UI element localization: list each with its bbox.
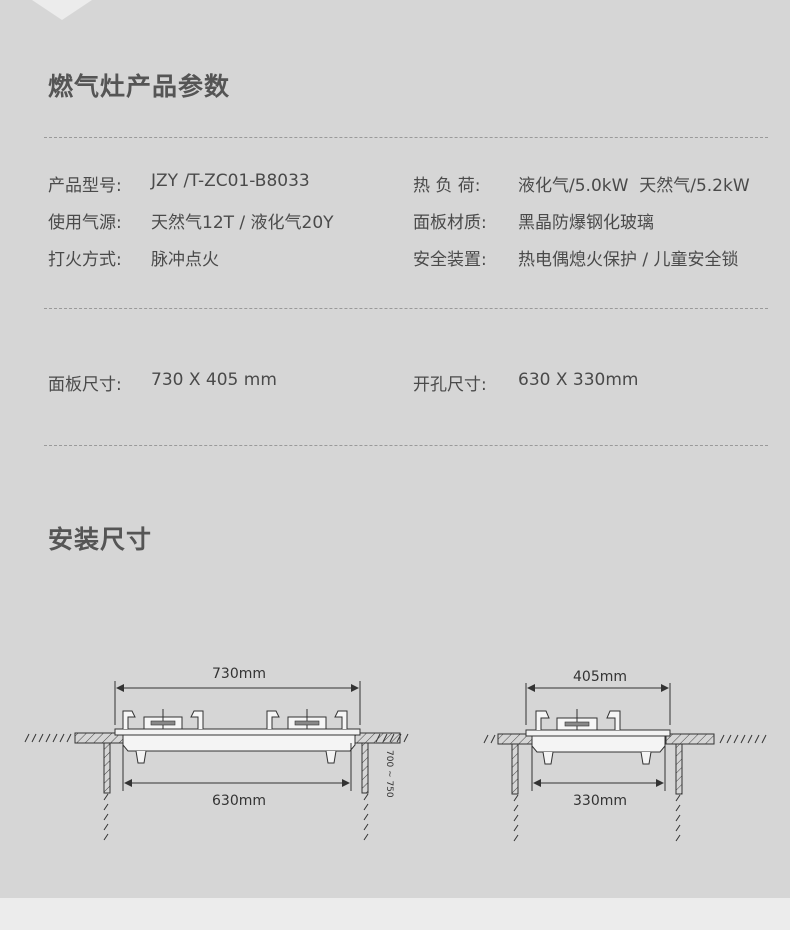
divider-bottom (44, 445, 768, 446)
spec-value: 黑晶防爆钢化玻璃 (518, 213, 654, 233)
top-notch-decoration (32, 0, 92, 20)
spec-value: JZY /T-ZC01-B8033 (151, 171, 310, 191)
install-section-title: 安装尺寸 (48, 525, 153, 554)
divider-top (44, 137, 768, 138)
spec-value: 天然气12T / 液化气20Y (151, 213, 334, 233)
bottom-strip (0, 898, 790, 930)
params-section-title: 燃气灶产品参数 (48, 72, 231, 101)
spec-value: 脉冲点火 (151, 250, 219, 270)
spec-value: 液化气/5.0kW 天然气/5.2kW (518, 176, 750, 196)
spec-label: 安全装置: (413, 250, 487, 270)
side-cutout-depth-label: 330mm (573, 793, 627, 809)
spec-label: 使用气源: (48, 213, 122, 233)
spec-label: 产品型号: (48, 176, 122, 196)
spec-value: 630 X 330mm (518, 370, 639, 390)
cabinet-height-label: 700 ~ 750 (384, 750, 394, 798)
spec-value: 730 X 405 mm (151, 370, 277, 390)
spec-label: 面板材质: (413, 213, 487, 233)
spec-label: 开孔尺寸: (413, 375, 487, 395)
divider-middle (44, 308, 768, 309)
side-panel-depth-label: 405mm (573, 669, 627, 685)
spec-label: 面板尺寸: (48, 375, 122, 395)
side-install-diagram: 405mm 330mm (483, 669, 767, 842)
front-install-diagram: 730mm 630mm 7 (24, 666, 409, 841)
front-panel-width-label: 730mm (212, 666, 266, 682)
front-cutout-width-label: 630mm (212, 793, 266, 809)
spec-label: 打火方式: (48, 250, 122, 270)
spec-label: 热 负 荷: (413, 176, 481, 196)
spec-value: 热电偶熄火保护 / 儿童安全锁 (518, 250, 739, 270)
